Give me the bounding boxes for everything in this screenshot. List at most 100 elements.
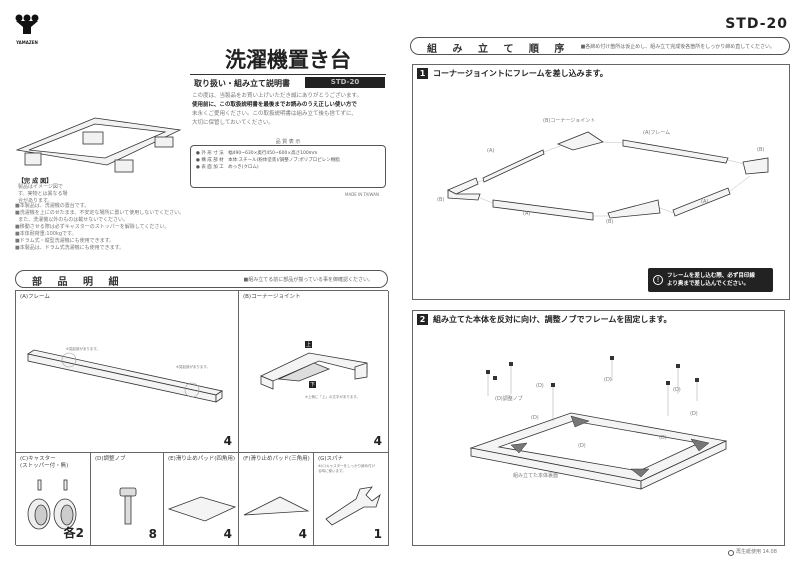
quality-box: ● 外 形 寸 法 幅490~630×奥行450~600×高さ100mm ● 構… (190, 145, 386, 188)
usage-notes: ■本製品は、洗濯機の置台です。 ■洗濯機を上にのせたまま、不安定な場所に置いて使… (15, 203, 185, 252)
part-quantity: 4 (223, 434, 232, 448)
document-title: 洗濯機置き台 (225, 48, 351, 72)
quality-item: ● 外 形 寸 法 幅490~630×奥行450~600×高さ100mm (196, 151, 318, 156)
quality-item: ● 表 面 加 工 めっき(クロム) (196, 165, 259, 170)
frame-fixing-illustration (469, 412, 728, 490)
label-b: (B) (757, 147, 765, 153)
corner-callout: ※上側に「上」の文字があります。 (305, 395, 361, 399)
quality-item: ● 構 成 部 材 本体:スチール(粉体塗装)/調整ノブ:ポリプロピレン樹脂 (196, 158, 340, 163)
step-number: 2 (417, 314, 428, 325)
frame-callout: ※突起部があります。 (66, 347, 101, 351)
note-item: また、洗濯機以外のものは載せないでください。 (18, 217, 129, 223)
note-item: ■移動させる際は必ずキャスターのストッパーを解除してください。 (15, 224, 170, 230)
label-b: (B) (437, 197, 445, 203)
model-number: STD-20 (725, 16, 788, 32)
footer-recycled-note: 再生紙使用 14.08 (728, 549, 777, 556)
parts-note: ■組み立てる前に部品が揃っている事を御確認ください。 (243, 277, 373, 283)
label-adjust-knob: (D)調整ノブ (495, 396, 523, 402)
spanner-illustration (325, 486, 381, 526)
note-item: ■本体耐荷重:100kgです。 (15, 231, 77, 237)
square-pad-illustration (167, 496, 237, 522)
part-b-corner-joint: (B)コーナージョイント 上 下 ※上側に「上」の文字があります。 4 (239, 291, 389, 453)
completed-note: 製品はイメージ図です。実物とは異なる場合があります。 (18, 184, 68, 204)
label-assembled-bottom: 組み立てた本体裏面 (513, 473, 559, 479)
part-label: (D)調整ノブ (95, 456, 126, 462)
part-label: (B)コーナージョイント (243, 294, 301, 300)
parts-table: (A)フレーム ※突起部があります。 ※突起部があります。 4 (B)コーナージ… (15, 290, 389, 546)
intro-line: この度は、当製品をお買い上げいただき誠にありがとうございます。 (192, 93, 362, 99)
intro-line: 使用前に、この取扱説明書を最後までお読みのうえ正しい使い方で (192, 102, 357, 108)
insertion-warning: ! フレームを差し込む際、必ず目印線 より奥まで差し込んでください。 (648, 268, 773, 292)
note-item: ■本製品は、ドラム式洗濯機にも使用できます。 (15, 245, 125, 251)
label-d: (D) (531, 415, 539, 421)
frame-assembly-illustration (447, 131, 769, 221)
label-b-corner: (B)コーナージョイント (543, 118, 596, 124)
note-item: ■洗濯機を上にのせたまま、不安定な場所に置いて使用しないでください。 (15, 210, 185, 216)
part-label: (A)フレーム (20, 294, 50, 300)
intro-line: 大切に保管しておいてください。 (192, 120, 274, 126)
label-d: (D) (690, 411, 698, 417)
label-a: (A) (523, 211, 531, 217)
footer-text: 再生紙使用 14.08 (736, 549, 777, 555)
step-2-title: 2 組み立てた本体を反対に向け、調整ノブでフレームを固定します。 (417, 314, 672, 325)
made-in-label: MADE IN TAIWAN (345, 192, 380, 197)
label-a-frame: (A)フレーム (643, 130, 671, 136)
knob-illustration (119, 487, 137, 525)
part-label: (E)滑り止めパッド(四角用) (168, 456, 236, 462)
part-quantity: 1 (373, 527, 382, 541)
step-number: 1 (417, 68, 428, 79)
assembly-note: ■各締め付け箇所は仮止めし、組み立て完成後各箇所をしっかり締め直してください。 (580, 44, 775, 50)
warning-line: より奥まで差し込んでください。 (667, 281, 750, 287)
frame-callout: ※突起部があります。 (176, 365, 211, 369)
step-1-panel: 1 コーナージョイントにフレームを差し込みます。 (B)コーナージョイント (A… (412, 64, 790, 300)
step-2-panel: 2 組み立てた本体を反対に向け、調整ノブでフレームを固定します。 (D)調整ノブ… (412, 310, 785, 546)
label-d: (D) (536, 383, 544, 389)
part-e-square-pad: (E)滑り止めパッド(四角用) 4 (164, 453, 239, 546)
label-d: (D) (673, 387, 681, 393)
quality-heading: 品 質 表 示 (275, 139, 301, 145)
model-badge: STD-20 (305, 77, 385, 88)
label-d: (D) (604, 377, 612, 383)
intro-line: 末永くご愛用ください。この取扱説明書は組み立て後も捨てずに、 (192, 111, 357, 117)
triangle-pad-illustration (243, 496, 310, 516)
part-g-spanner: (G)スパナ ※(C)キャスターをしっかり締め付ける時に使います。 1 (314, 453, 389, 546)
spanner-note: ※(C)キャスターをしっかり締め付ける時に使います。 (318, 464, 376, 473)
recycle-icon (728, 549, 734, 556)
label-a: (A) (701, 199, 709, 205)
brand-logo: YAMAZEN (14, 14, 40, 45)
parts-heading: 部 品 明 細 (32, 277, 125, 288)
top-badge: 上 (305, 341, 313, 348)
part-quantity: 4 (298, 527, 307, 541)
frame-illustration (26, 349, 224, 403)
part-quantity: 4 (373, 434, 382, 448)
part-quantity: 4 (223, 527, 232, 541)
part-d-adjust-knob: (D)調整ノブ 8 (91, 453, 164, 546)
adjust-knob-markers (486, 356, 699, 421)
part-c-caster: (C)キャスター (ストッパー付・無) 各2 (16, 453, 91, 546)
intro-text: この度は、当製品をお買い上げいただき誠にありがとうございます。 使用前に、この取… (192, 92, 392, 128)
title-rule (190, 74, 386, 75)
completed-label: 【完 成 図】 (18, 178, 53, 185)
assembly-section-header: 組 み 立 て 順 序 ■各締め付け箇所は仮止めし、組み立て完成後各箇所をしっか… (410, 37, 790, 55)
warning-icon: ! (653, 275, 663, 285)
assembly-heading: 組 み 立 て 順 序 (427, 44, 571, 55)
warning-line: フレームを差し込む際、必ず目印線 (667, 273, 755, 279)
part-label: (G)スパナ (318, 456, 344, 462)
bottom-badge: 下 (309, 381, 317, 388)
completed-product-illustration (15, 117, 182, 173)
part-quantity: 各2 (63, 526, 84, 540)
label-b: (B) (606, 219, 614, 225)
label-d: (D) (659, 435, 667, 441)
note-item: ■ドラム式・縦型洗濯機にも使用できます。 (15, 238, 115, 244)
note-item: ■本製品は、洗濯機の置台です。 (15, 203, 90, 209)
label-a: (A) (487, 148, 495, 154)
part-label: (C)キャスター (ストッパー付・無) (20, 456, 69, 469)
document-subtitle: 取り扱い・組み立て説明書 (194, 79, 290, 88)
step-1-title: 1 コーナージョイントにフレームを差し込みます。 (417, 68, 608, 79)
step-title-text: 組み立てた本体を反対に向け、調整ノブでフレームを固定します。 (433, 315, 672, 324)
label-d: (D) (578, 443, 586, 449)
caster-illustration (27, 479, 77, 530)
part-quantity: 8 (148, 527, 157, 541)
parts-section-header: 部 品 明 細 ■組み立てる前に部品が揃っている事を御確認ください。 (15, 270, 388, 288)
part-label: (F)滑り止めパッド(三角用) (243, 456, 310, 462)
